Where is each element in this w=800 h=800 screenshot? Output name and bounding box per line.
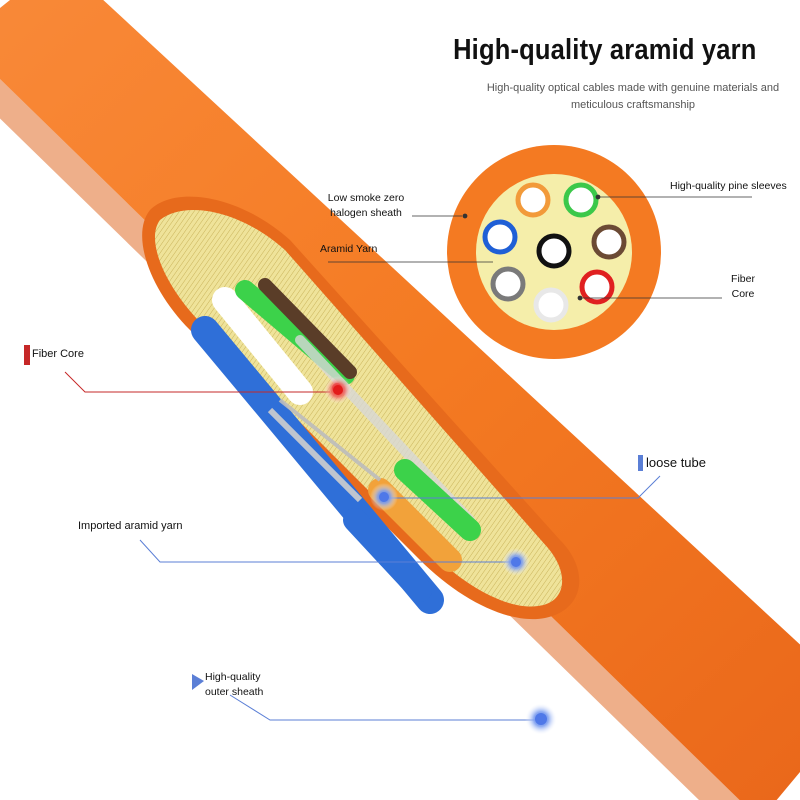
label-loose-tube: loose tube: [646, 455, 706, 470]
label-badges: [24, 345, 643, 690]
cable-cross-section: [447, 145, 661, 359]
label-pine-sleeves: High-quality pine sleeves: [670, 180, 787, 192]
label-aramid-yarn: Aramid Yarn: [320, 243, 378, 255]
tube-orange: [515, 182, 551, 218]
callout-dots: [324, 376, 557, 735]
label-outer-sheath: High-quality outer sheath: [205, 671, 264, 698]
page-subtitle: High-quality optical cables made with ge…: [486, 82, 780, 111]
page-title: High-quality aramid yarn: [453, 34, 757, 66]
inner-tubes: [191, 278, 481, 614]
tube-blue: [482, 219, 518, 255]
tube-black: [536, 233, 572, 269]
label-sheath: Low smoke zero halogen sheath: [327, 192, 405, 219]
label-fiber-core: Fiber Core: [32, 348, 84, 360]
label-cross-fiber-core: Fiber Core: [731, 273, 755, 300]
cross-section-leaders: [328, 194, 752, 301]
tube-gray: [490, 266, 526, 302]
cable-leaders: [64, 371, 661, 721]
tube-red: [579, 269, 615, 305]
tube-green: [563, 182, 599, 218]
label-imported-aramid: Imported aramid yarn: [78, 520, 183, 532]
tube-brown: [591, 224, 627, 260]
tube-white: [533, 287, 569, 323]
cutaway-section: [142, 196, 580, 620]
